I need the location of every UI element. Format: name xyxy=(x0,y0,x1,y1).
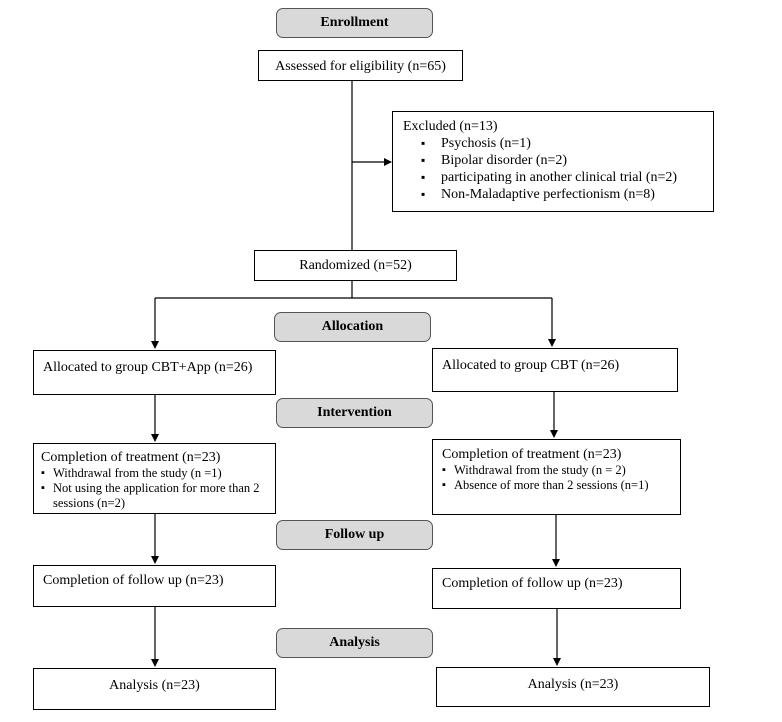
excluded-item: Bipolar disorder (n=2) xyxy=(403,152,713,169)
excluded-item: Psychosis (n=1) xyxy=(403,135,713,152)
right-completion-title: Completion of treatment (n=23) xyxy=(442,447,622,462)
randomized-box: Randomized (n=52) xyxy=(254,250,457,281)
right-follow-up-box: Completion of follow up (n=23) xyxy=(432,568,681,609)
right-completion-box: Completion of treatment (n=23) Withdrawa… xyxy=(432,439,681,515)
stage-allocation: Allocation xyxy=(274,312,431,342)
right-completion-item: Withdrawal from the study (n = 2) xyxy=(442,463,674,478)
excluded-box: Excluded (n=13) Psychosis (n=1) Bipolar … xyxy=(392,111,714,212)
assessed-text: Assessed for eligibility (n=65) xyxy=(275,59,446,74)
right-allocated-text: Allocated to group CBT (n=26) xyxy=(442,358,620,373)
stage-follow-up: Follow up xyxy=(276,520,433,550)
left-completion-item: Withdrawal from the study (n =1) xyxy=(41,466,269,481)
stage-intervention: Intervention xyxy=(276,398,433,428)
excluded-title: Excluded (n=13) xyxy=(403,119,498,134)
excluded-item: Non-Maladaptive perfectionism (n=8) xyxy=(403,186,713,203)
right-follow-up-text: Completion of follow up (n=23) xyxy=(442,576,623,591)
left-analysis-text: Analysis (n=23) xyxy=(109,678,200,693)
left-analysis-box: Analysis (n=23) xyxy=(33,668,276,710)
excluded-list: Psychosis (n=1) Bipolar disorder (n=2) p… xyxy=(403,135,713,203)
left-completion-box: Completion of treatment (n=23) Withdrawa… xyxy=(33,443,276,514)
left-follow-up-text: Completion of follow up (n=23) xyxy=(43,573,224,588)
assessed-box: Assessed for eligibility (n=65) xyxy=(258,50,463,81)
randomized-text: Randomized (n=52) xyxy=(299,258,412,273)
left-completion-title: Completion of treatment (n=23) xyxy=(41,450,221,465)
left-follow-up-box: Completion of follow up (n=23) xyxy=(33,565,276,607)
stage-analysis: Analysis xyxy=(276,628,433,658)
left-allocated-box: Allocated to group CBT+App (n=26) xyxy=(33,350,276,395)
stage-enrollment: Enrollment xyxy=(276,8,433,38)
right-completion-list: Withdrawal from the study (n = 2) Absenc… xyxy=(442,463,674,493)
left-completion-item: Not using the application for more than … xyxy=(41,481,269,511)
right-completion-item: Absence of more than 2 sessions (n=1) xyxy=(442,478,674,493)
left-allocated-text: Allocated to group CBT+App (n=26) xyxy=(43,360,253,375)
excluded-item: participating in another clinical trial … xyxy=(403,169,713,186)
left-completion-list: Withdrawal from the study (n =1) Not usi… xyxy=(41,466,269,511)
right-allocated-box: Allocated to group CBT (n=26) xyxy=(432,348,678,392)
right-analysis-box: Analysis (n=23) xyxy=(436,667,710,707)
right-analysis-text: Analysis (n=23) xyxy=(527,677,619,692)
